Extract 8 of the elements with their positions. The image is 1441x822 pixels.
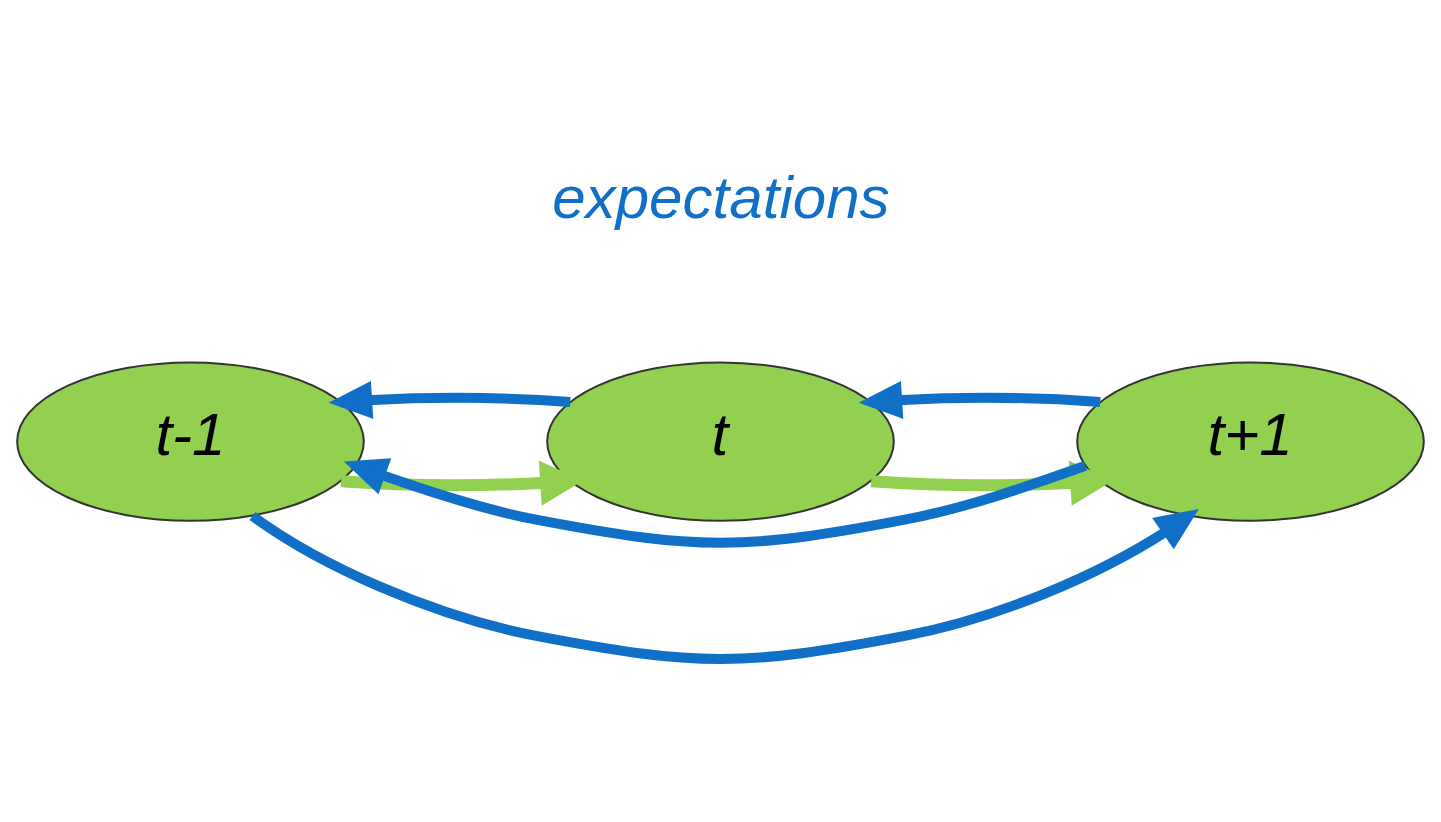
arrow [858, 380, 1101, 419]
node-ellipse: t [546, 360, 895, 522]
node-ellipse: t+1 [1076, 360, 1425, 522]
arrow [343, 457, 1088, 548]
label: expectations [552, 163, 890, 231]
arrow [249, 508, 1199, 664]
node-ellipse: t-1 [16, 360, 365, 522]
arrow [328, 380, 571, 419]
